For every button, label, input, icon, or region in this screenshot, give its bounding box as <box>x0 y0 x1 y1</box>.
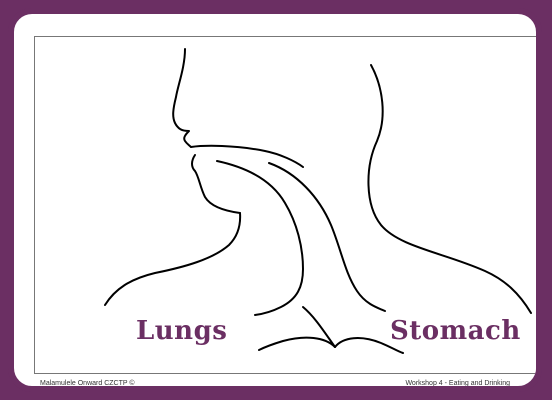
esophagus-inner-line <box>217 161 303 315</box>
front-neck-line <box>105 213 240 305</box>
mouth-upper-line <box>191 146 303 167</box>
back-neck-line <box>368 65 531 313</box>
lungs-label: Lungs <box>136 318 227 344</box>
card-frame: Lungs Stomach Malamulele Onward CZCTP © … <box>8 8 542 392</box>
bronchus-left-line <box>259 338 335 350</box>
footer-copyright: Malamulele Onward CZCTP © <box>40 380 135 387</box>
stomach-label: Stomach <box>390 318 521 344</box>
face-profile-line <box>173 49 191 147</box>
chin-line <box>192 155 240 213</box>
trachea-split-line <box>303 307 335 347</box>
footer-workshop: Workshop 4 - Eating and Drinking <box>405 380 510 387</box>
diagram-frame: Lungs Stomach <box>34 36 538 374</box>
